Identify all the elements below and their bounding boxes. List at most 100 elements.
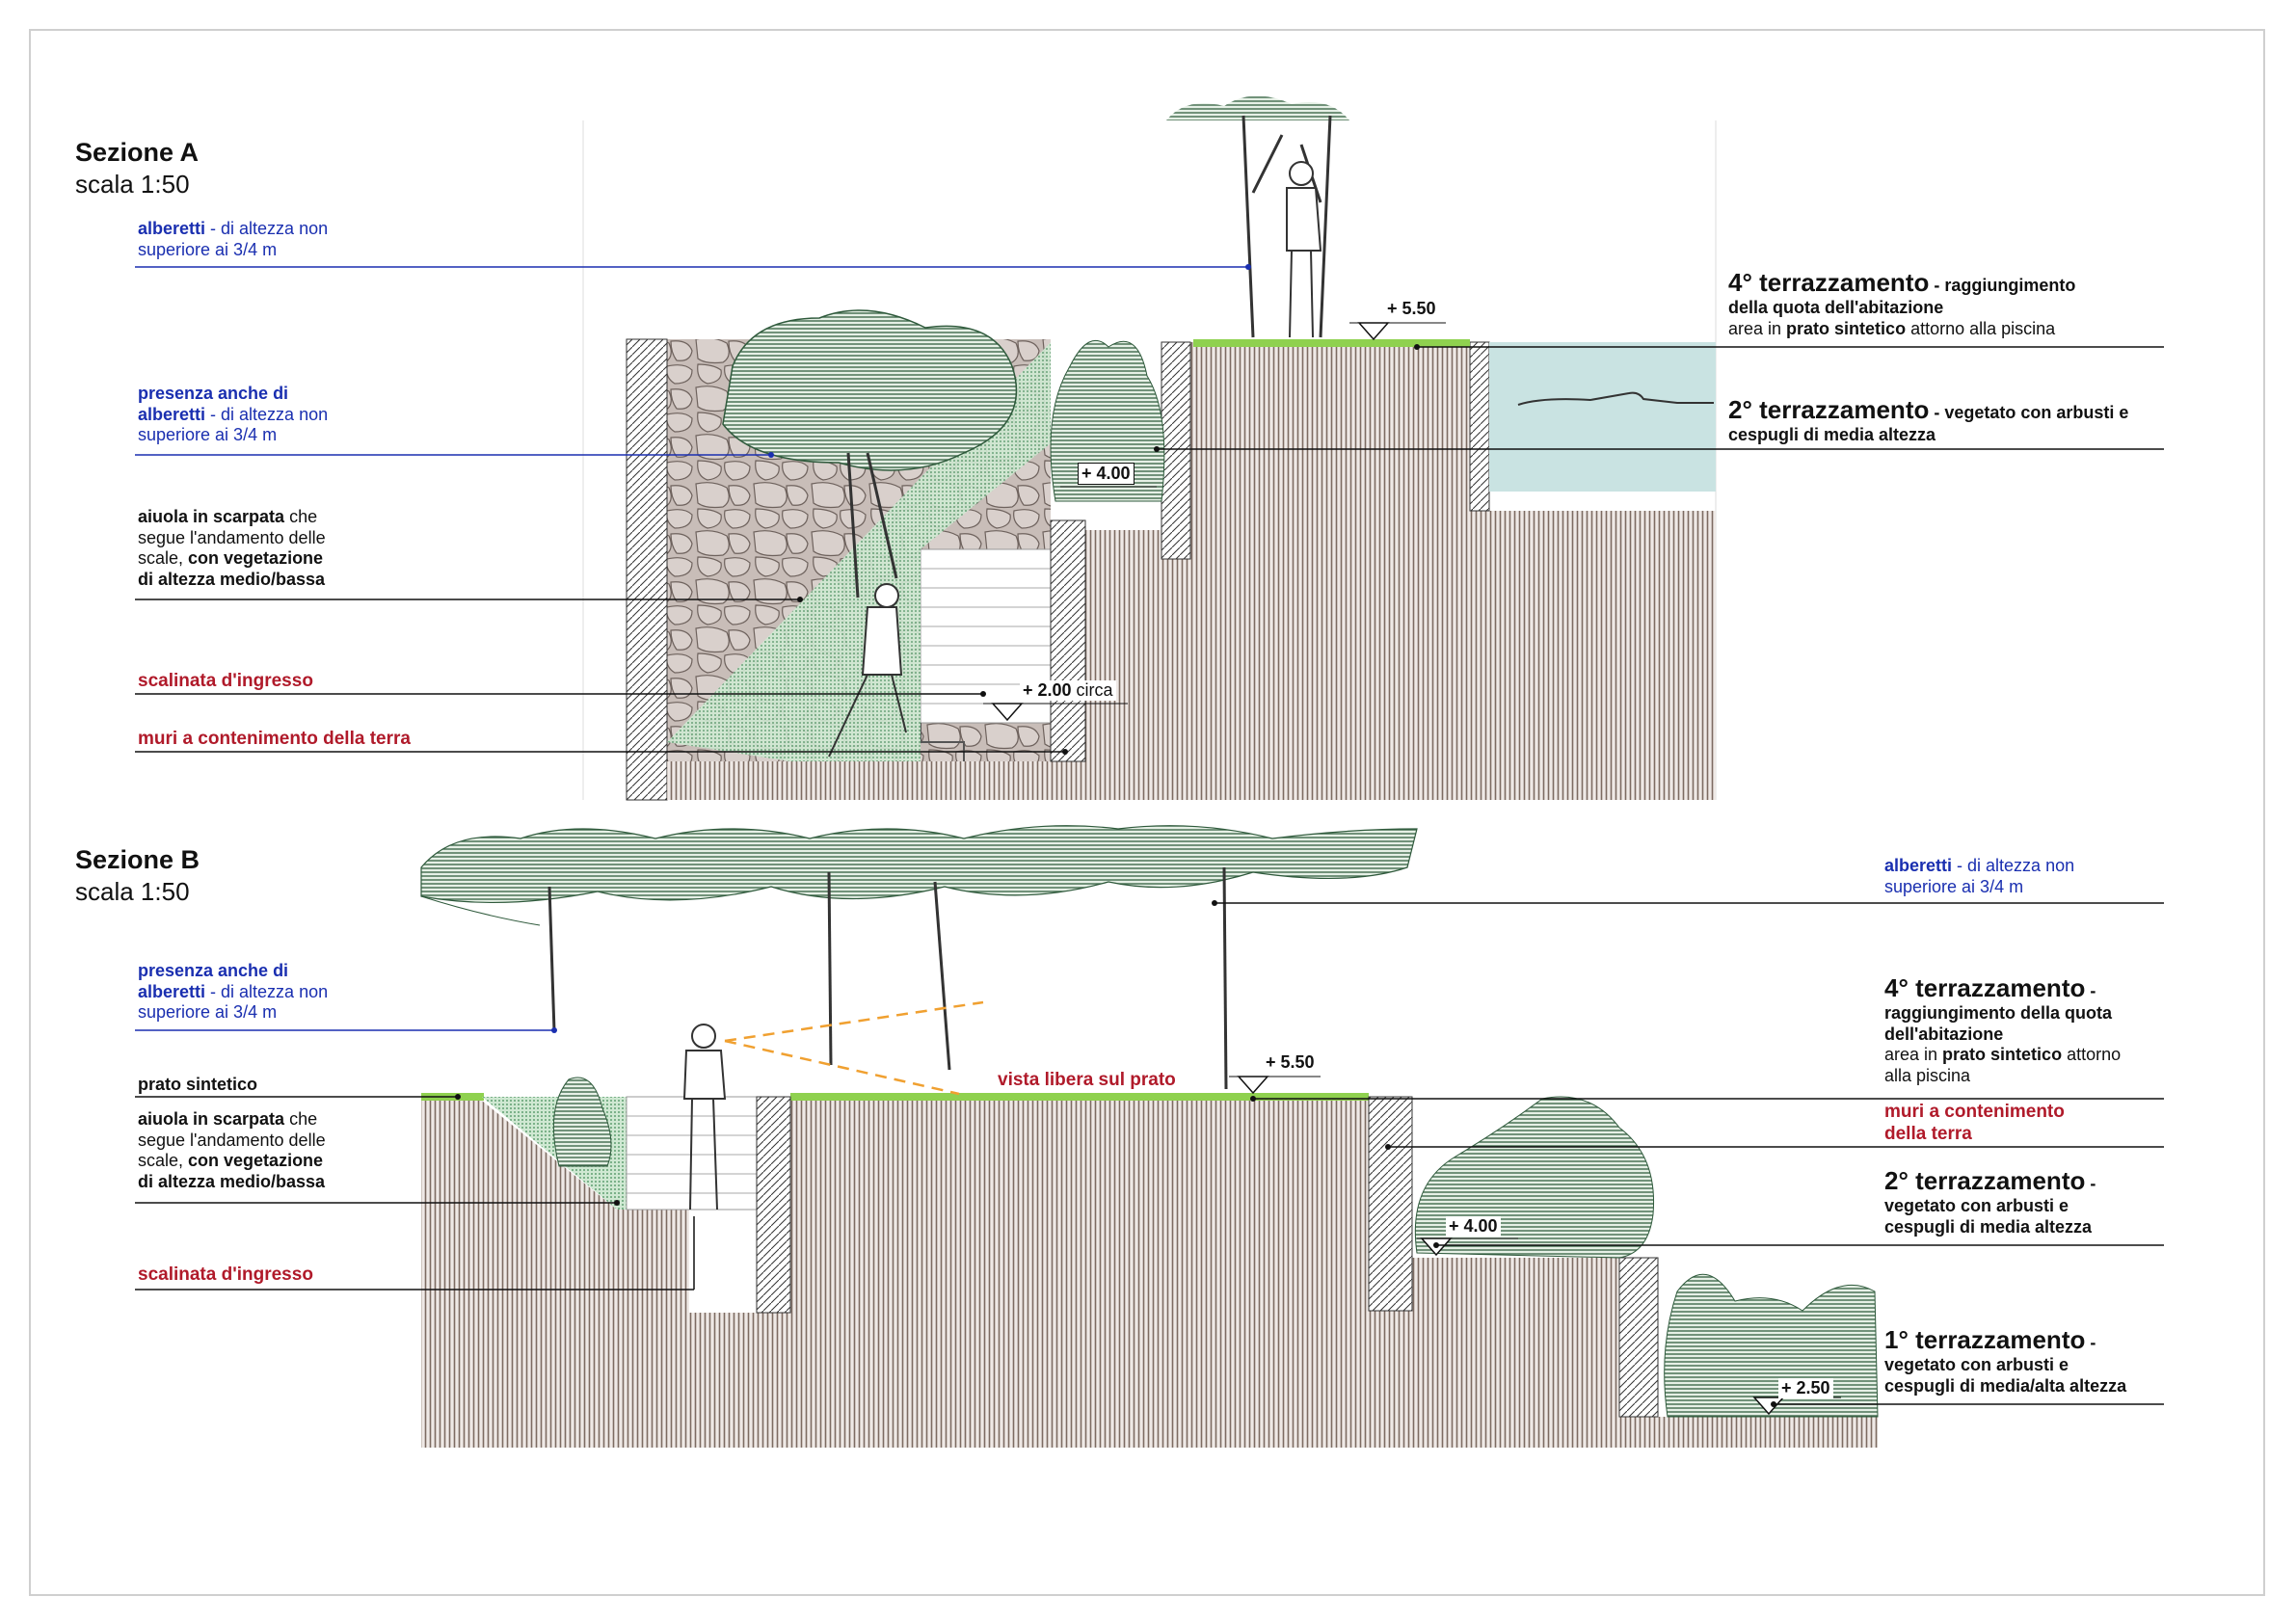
section-b-t2-sub1: vegetato con arbusti e (1884, 1196, 2069, 1216)
section-b-presenza-label: presenza anche di alberetti - di altezza… (138, 961, 328, 1024)
section-b-presenza-line1: presenza anche di (138, 961, 289, 980)
section-a-aiuola-con: con vegetazione (188, 548, 324, 569)
section-b-t4-sub4: alla piscina (1884, 1065, 1971, 1085)
section-a-t4-sub3a: area in (1728, 318, 1787, 338)
section-b-t4-sub2: dell'abitazione (1884, 1024, 2004, 1044)
section-b-muri-label: muri a contenimento della terra (1884, 1102, 2065, 1146)
tree-slope-a (722, 309, 1018, 599)
section-a-alberetti-bold: alberetti (138, 219, 206, 238)
section-a-presenza-label: presenza anche di alberetti - di altezza… (138, 384, 328, 446)
section-a-t2-title: 2° terrazzamento (1728, 395, 1930, 424)
section-b-scale: scala 1:50 (75, 877, 190, 906)
pool-water (1489, 342, 1716, 492)
retaining-wall-upper-b (1368, 1096, 1413, 1312)
section-a-t4-sub1: - raggiungimento (1929, 276, 2076, 295)
section-a-elev-200-circa: circa (1071, 680, 1113, 700)
section-b-presenza-line3: superiore ai 3/4 m (138, 1002, 278, 1023)
person-standing-b (682, 1024, 727, 1211)
sheet-frame (29, 29, 2265, 1596)
section-b-presenza-bold: alberetti (138, 981, 206, 1001)
section-b-t4-label: 4° terrazzamento - raggiungimento della … (1884, 973, 2121, 1087)
section-b-aiuola-con: con vegetazione (188, 1151, 324, 1171)
section-a-alberetti-line2: superiore ai 3/4 m (138, 239, 278, 259)
section-b-aiuola-bold: aiuola in scarpata (138, 1109, 285, 1129)
section-a-t2-sub2: cespugli di media altezza (1728, 425, 1936, 445)
elev-marker-550-b (1237, 1076, 1269, 1095)
section-b-t1-sub2: cespugli di media/alta altezza (1884, 1375, 2127, 1396)
section-a-t4-sub3c: attorno alla piscina (1906, 318, 2056, 338)
section-a-alberetti-rest: - di altezza non (205, 219, 329, 238)
section-b-presenza-rest: - di altezza non (205, 981, 329, 1001)
section-a-scale: scala 1:50 (75, 170, 190, 199)
section-b-t4-title: 4° terrazzamento (1884, 973, 2086, 1002)
section-b-prato-label: prato sintetico (138, 1075, 258, 1094)
section-b-t4-sub1: raggiungimento della quota (1884, 1003, 2113, 1024)
shrubs-terrace1-b (1664, 1273, 1879, 1418)
section-b-t4-dash: - (2085, 981, 2096, 1000)
section-a-scalinata-label: scalinata d'ingresso (138, 671, 313, 691)
section-a-t4-title: 4° terrazzamento (1728, 268, 1930, 297)
section-a-title: Sezione A (75, 138, 200, 167)
section-b-t1-title: 1° terrazzamento (1884, 1325, 2086, 1354)
retaining-wall-upper-a (1161, 341, 1191, 560)
retaining-wall-left (626, 338, 668, 801)
section-a-t4-label: 4° terrazzamento - raggiungimento della … (1728, 268, 2075, 339)
synthetic-grass-b-top (790, 1093, 1369, 1101)
section-b-title: Sezione B (75, 845, 200, 874)
shrub-slope-b (552, 1077, 612, 1167)
retaining-wall-lower-b (1618, 1257, 1659, 1418)
section-b-drawing (135, 825, 2164, 1448)
section-b-aiuola-line2: segue l'andamento delle (138, 1130, 326, 1150)
section-b-t1-dash: - (2085, 1333, 2096, 1352)
section-b-t4-sub3a: area in (1884, 1045, 1943, 1065)
section-a-t4-sub2: della quota dell'abitazione (1728, 298, 1944, 318)
section-b-t4-sub3b: prato sintetico (1942, 1045, 2063, 1065)
section-b-muri-line1: muri a contenimento (1884, 1102, 2065, 1122)
section-b-aiuola-che: che (284, 1109, 318, 1129)
section-b-t2-dash: - (2085, 1174, 2096, 1193)
section-b-aiuola-scale: scale, (138, 1151, 189, 1171)
section-a-aiuola-line4: di altezza medio/bassa (138, 569, 326, 589)
section-a-presenza-line3: superiore ai 3/4 m (138, 425, 278, 445)
section-a-elev-200: + 2.00 circa (1020, 680, 1116, 701)
section-b-alberetti-bold: alberetti (1884, 856, 1953, 875)
person-walking-a (828, 583, 907, 758)
section-a-drawing (135, 95, 2164, 801)
section-a-elev-400: + 4.00 (1078, 463, 1135, 485)
section-a-presenza-rest: - di altezza non (205, 404, 329, 424)
section-a-t4-sub3b: prato sintetico (1786, 318, 1907, 338)
section-a-aiuola-che: che (284, 507, 318, 526)
section-b-elev-550: + 5.50 (1263, 1052, 1318, 1073)
section-a-aiuola-label: aiuola in scarpata che segue l'andamento… (138, 507, 326, 590)
section-a-t2-sub1: - vegetato con arbusti e (1929, 403, 2129, 422)
section-b-t2-label: 2° terrazzamento - vegetato con arbusti … (1884, 1166, 2096, 1237)
section-b-t2-sub2: cespugli di media altezza (1884, 1216, 2093, 1237)
section-b-elev-250: + 2.50 (1778, 1378, 1833, 1398)
section-a-t2-label: 2° terrazzamento - vegetato con arbusti … (1728, 395, 2128, 446)
leaders-a (135, 264, 2164, 755)
person-figure-a-top (1286, 161, 1322, 338)
section-b-vista-label: vista libera sul prato (998, 1070, 1176, 1090)
section-b-alberetti-rest: - di altezza non (1952, 856, 2075, 875)
swimmer-figure (1517, 391, 1714, 406)
view-lines (724, 1000, 984, 1096)
section-b-t1-label: 1° terrazzamento - vegetato con arbusti … (1884, 1325, 2126, 1397)
section-a-aiuola-bold: aiuola in scarpata (138, 507, 285, 526)
tree-top-a (1166, 95, 1349, 338)
section-b-elev-400: + 4.00 (1446, 1216, 1501, 1237)
section-b-t4-sub3c: attorno (2062, 1045, 2122, 1065)
shrubs-terrace2-a (1050, 339, 1165, 502)
section-b-muri-line2: della terra (1884, 1123, 1972, 1144)
elev-marker-550-a (1357, 322, 1390, 341)
section-b-alberetti-label: alberetti - di altezza non superiore ai … (1884, 856, 2074, 897)
section-a-presenza-line1: presenza anche di (138, 384, 289, 403)
section-a-aiuola-line2: segue l'andamento delle (138, 527, 326, 547)
section-a-alberetti-label: alberetti - di altezza non superiore ai … (138, 219, 328, 260)
section-b-alberetti-line2: superiore ai 3/4 m (1884, 876, 2024, 896)
section-a-aiuola-scale: scale, (138, 548, 189, 569)
section-b-aiuola-line4: di altezza medio/bassa (138, 1171, 326, 1191)
section-a-elev-550: + 5.50 (1384, 299, 1439, 319)
earth-mass-a (667, 342, 1716, 800)
